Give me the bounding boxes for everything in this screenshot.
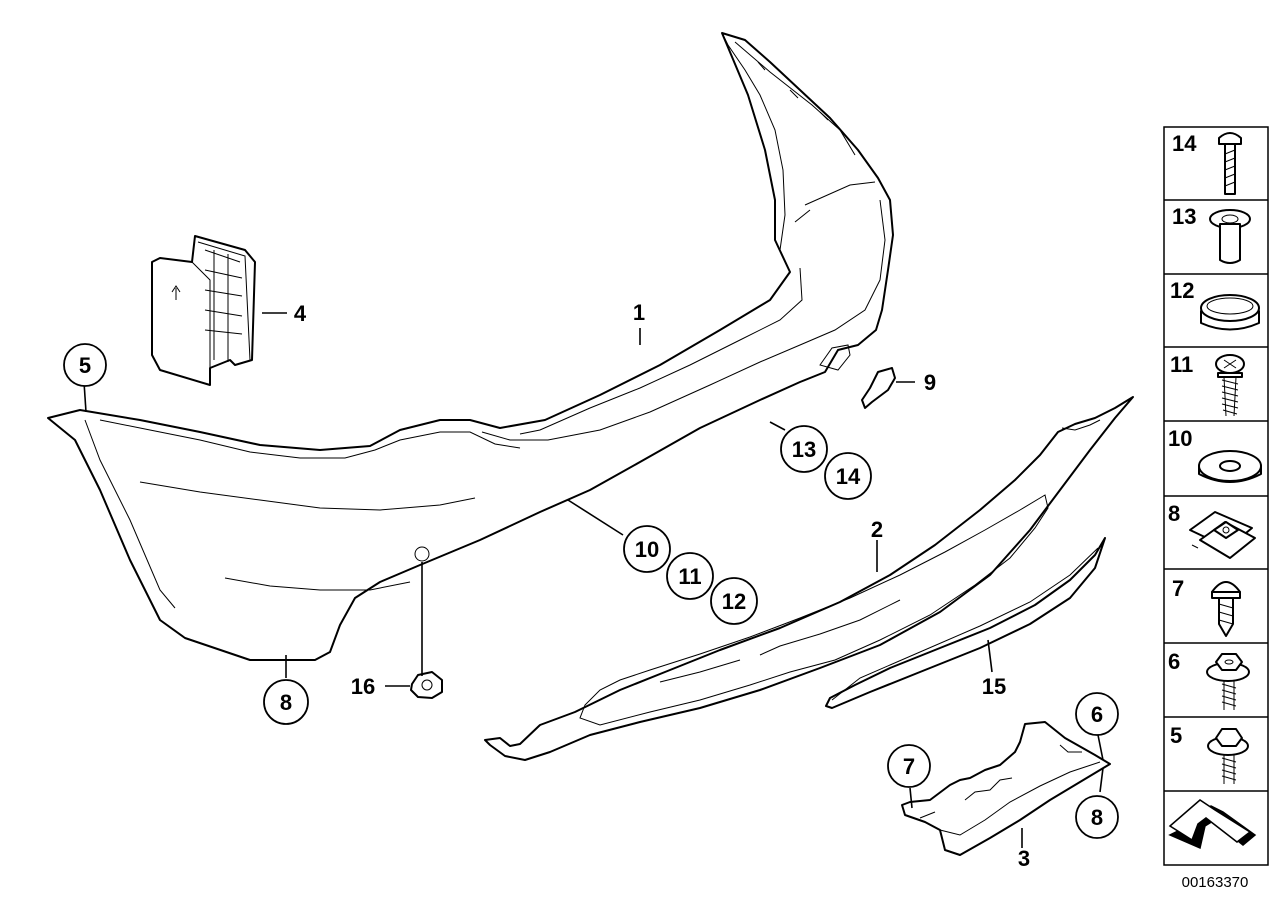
legend-label-8: 8: [1168, 501, 1180, 526]
callout-14: 14: [836, 464, 861, 489]
mounting-bracket: [151, 235, 256, 386]
callout-12: 12: [722, 589, 746, 614]
nut-part: [410, 671, 443, 699]
trim-strip: [825, 537, 1106, 709]
leader-lines: [83, 312, 1104, 848]
lower-bracket: [901, 721, 1111, 856]
legend-label-5: 5: [1170, 723, 1182, 748]
screw-icon: [1218, 132, 1242, 195]
callout-7: 7: [903, 754, 915, 779]
callout-10: 10: [635, 537, 659, 562]
callout-15: 15: [982, 674, 1006, 699]
hex-collar-screw-icon-5: [1207, 728, 1249, 784]
legend-label-10: 10: [1168, 426, 1192, 451]
washer-icon: [1198, 450, 1262, 483]
callout-4: 4: [294, 301, 307, 326]
self-tapping-screw-icon: [1215, 354, 1245, 417]
small-reflector: [861, 367, 896, 409]
callout-3: 3: [1018, 846, 1030, 871]
tapping-screw-icon: [1211, 581, 1241, 637]
legend-label-11: 11: [1170, 352, 1193, 377]
callout-13: 13: [792, 437, 816, 462]
callout-16: 16: [351, 674, 375, 699]
grommet-cap-icon: [1200, 294, 1260, 331]
callout-8b: 8: [1091, 805, 1103, 830]
callout-11: 11: [678, 564, 701, 589]
hex-collar-screw-icon: [1206, 653, 1250, 710]
expansion-rivet-icon: [1209, 209, 1251, 264]
callout-5: 5: [79, 353, 91, 378]
callouts: 1 2 3 4 5 6 7 8 8 9 10 11 12 13 14 15 16: [63, 300, 1119, 871]
clip-nut-icon: [1189, 511, 1256, 559]
callout-9: 9: [924, 370, 936, 395]
legend-label-14: 14: [1172, 131, 1197, 156]
legend-label-7: 7: [1172, 576, 1184, 601]
callout-6: 6: [1091, 702, 1103, 727]
rear-diffuser: [484, 396, 1134, 761]
legend-label-6: 6: [1168, 649, 1180, 674]
legend-label-12: 12: [1170, 278, 1194, 303]
callout-2: 2: [871, 517, 883, 542]
bumper-trim-panel: [47, 32, 894, 661]
callout-1: 1: [633, 300, 645, 325]
document-number: 00163370: [1182, 874, 1249, 891]
legend-label-13: 13: [1172, 204, 1196, 229]
legend-panel: 14 13 12 11 10: [1163, 126, 1269, 866]
callout-8a: 8: [280, 690, 292, 715]
front-direction-arrow-icon: [1168, 799, 1257, 850]
